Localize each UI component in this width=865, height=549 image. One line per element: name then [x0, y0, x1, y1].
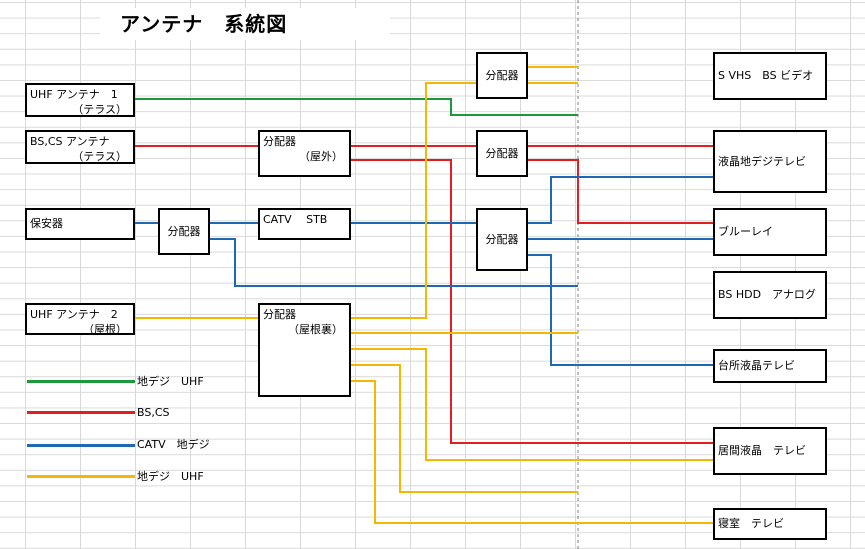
- wire-yellow-attic-to-living: [349, 348, 715, 461]
- legend-line-yellow: [27, 475, 135, 478]
- wire-red-right2-to-bluray: [526, 159, 715, 224]
- catv-stb-label: CATV STB: [263, 213, 328, 226]
- bscs-antenna-location: （テラス）: [72, 150, 127, 163]
- uhf-antenna-2-box: UHF アンテナ 2 （屋根）: [25, 303, 135, 336]
- uhf-antenna-2-label: UHF アンテナ 2: [30, 308, 118, 321]
- lcd-digital-tv-box: 液晶地デジテレビ: [713, 130, 827, 193]
- living-tv-label: 居間液晶 テレビ: [718, 444, 806, 457]
- lcd-digital-tv-label: 液晶地デジテレビ: [718, 154, 806, 168]
- cable-splitter-label: 分配器: [167, 224, 201, 238]
- attic-splitter-location: （屋根裏）: [288, 323, 343, 336]
- right-splitter-3-box: 分配器: [476, 208, 528, 271]
- outdoor-splitter-box: 分配器 （屋外）: [258, 130, 351, 177]
- right-splitter-1-label: 分配器: [485, 68, 519, 82]
- right-splitter-2-box: 分配器: [476, 130, 528, 177]
- bluray-label: ブルーレイ: [718, 225, 773, 238]
- legend-label-green: 地デジ UHF: [137, 375, 204, 388]
- wire-yellow-attic-to-right1: [349, 82, 478, 319]
- right-splitter-1-box: 分配器: [476, 52, 528, 99]
- uhf-antenna-1-label: UHF アンテナ 1: [30, 88, 118, 101]
- legend-line-blue: [27, 444, 135, 447]
- uhf-antenna-1-location: （テラス）: [72, 103, 127, 116]
- right-splitter-2-label: 分配器: [485, 146, 519, 160]
- bedroom-tv-box: 寝室 テレビ: [713, 508, 827, 540]
- wire-green-uhf1: [133, 98, 578, 116]
- legend-label-yellow: 地デジ UHF: [137, 470, 204, 483]
- wire-yellow-attic-to-bedroom: [349, 380, 715, 524]
- kitchen-tv-label: 台所液晶テレビ: [718, 359, 795, 372]
- uhf-antenna-1-box: UHF アンテナ 1 （テラス）: [25, 83, 135, 117]
- attic-splitter-box: 分配器 （屋根裏）: [258, 303, 351, 397]
- legend-label-red: BS,CS: [137, 406, 170, 419]
- wire-blue-splitter-to-bshdd: [208, 238, 578, 287]
- uhf-antenna-2-location: （屋根）: [83, 323, 127, 336]
- attic-splitter-label: 分配器: [263, 308, 296, 321]
- outdoor-splitter-location: （屋外）: [299, 150, 343, 163]
- legend-line-green: [27, 380, 135, 383]
- svhs-bs-video-label: S VHS BS ビデオ: [718, 69, 814, 82]
- svhs-bs-video-box: S VHS BS ビデオ: [713, 52, 827, 100]
- bs-hdd-analog-box: BS HDD アナログ: [713, 271, 827, 319]
- cable-splitter-box: 分配器: [158, 208, 210, 255]
- hoanki-box: 保安器: [25, 208, 135, 240]
- living-tv-box: 居間液晶 テレビ: [713, 427, 827, 475]
- bscs-antenna-box: BS,CS アンテナ （テラス）: [25, 130, 135, 164]
- diagram-title: アンテナ 系統図: [100, 8, 390, 40]
- wire-blue-right3-to-kitchen: [526, 254, 715, 366]
- wire-blue-right3-to-lcd: [526, 176, 715, 224]
- kitchen-tv-box: 台所液晶テレビ: [713, 349, 827, 383]
- legend-label-blue: CATV 地デジ: [137, 438, 210, 451]
- bluray-box: ブルーレイ: [713, 208, 827, 256]
- catv-stb-box: CATV STB: [258, 208, 351, 240]
- outdoor-splitter-label: 分配器: [263, 135, 296, 148]
- hoanki-label: 保安器: [30, 217, 63, 230]
- legend-line-red: [27, 411, 135, 414]
- bs-hdd-analog-label: BS HDD アナログ: [718, 288, 816, 301]
- right-splitter-3-label: 分配器: [485, 232, 519, 246]
- bscs-antenna-label: BS,CS アンテナ: [30, 135, 110, 148]
- wire-red-outdoor-to-living: [349, 159, 715, 444]
- wire-yellow-attic-to-492: [349, 364, 578, 493]
- bedroom-tv-label: 寝室 テレビ: [718, 517, 784, 530]
